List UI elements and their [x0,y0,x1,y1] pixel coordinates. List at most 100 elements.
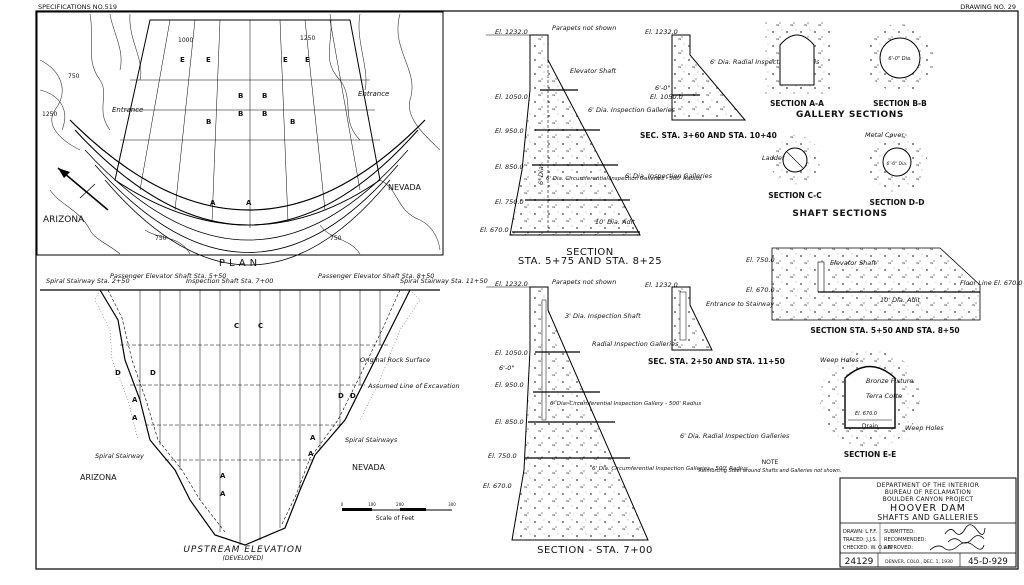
section-sta-575: El. 1232.0 El. 1050.0 El. 950.0 El. 850.… [480,24,713,236]
contour-label-3: 1000 [178,37,193,44]
sec-c-note-circ2: 6' Dia. Circumferential Inspection Galle… [592,466,748,472]
svg-text:B: B [238,92,243,100]
tb-subject: SHAFTS AND GALLERIES [877,513,978,522]
svg-text:E: E [305,56,310,64]
sec-a-note-adit: 10' Dia. Adit [595,218,635,226]
svg-text:E: E [206,56,211,64]
scale-label: Scale of Feet [376,515,415,522]
sec-a-note-insp: 6' Dia. Inspection Galleries [588,106,676,114]
sec-c-note-parapets: Parapets not shown [552,278,616,286]
sec-a-note-elevator: Elevator Shaft [570,67,617,75]
tb-submitted: SUBMITTED: [884,529,915,535]
svg-text:A: A [246,199,252,207]
sec-a-note-parapets: Parapets not shown [552,24,616,32]
contour-label-6: 750 [330,235,342,242]
strip-adit: 10' Dia. Adit [880,296,920,304]
shaft-metal-cover: Metal Cover [865,131,905,139]
tb-bureau: BUREAU OF RECLAMATION [885,489,971,496]
ee-bronze: Bronze Fixture [866,377,913,385]
scale-tick-300: 300 [448,502,456,507]
label-spiral-stairway: Spiral Stairway [95,452,144,460]
sec-a-note-circ: 6' Dia. Circumferential Inspection Galle… [546,176,702,182]
strip-el-top: El. 750.0 [746,256,775,264]
svg-text:A: A [220,490,226,498]
tb-drawn: DRAWN: L.F.F. [843,529,877,535]
scale-tick-100: 100 [368,502,376,507]
plan-title: PLAN [219,258,261,269]
tb-number: 24129 [845,557,874,567]
tb-checked: CHECKED: W. O.L.B. [843,545,893,551]
label-excavation: Assumed Line of Excavation [367,382,460,390]
sec-b-elev-top: El. 1232.0 [645,28,678,36]
plan-label-nevada: NEVADA [388,183,421,192]
svg-text:C: C [234,322,239,330]
sec-a-elev-750: El. 750.0 [495,198,524,206]
sec-a-elev-670: El. 670.0 [480,226,509,234]
sec-c-note-insp-shaft: 3' Dia. Inspection Shaft [565,312,641,320]
svg-text:A: A [132,396,138,404]
shaft-sec-d: SECTION D-D [870,198,925,207]
shaft-sections: Ladder Metal Cover 6'-0" Dia. SECTION C-… [762,131,927,207]
ee-drain: Drain [862,423,878,430]
note-head: NOTE [762,459,779,466]
sec-b-elev-bottom: El. 1050.0 [650,93,683,101]
sec-c-note-radial: Radial Inspection Galleries [592,340,679,348]
gallery-dia: 6'-0" Dia. [888,56,911,62]
svg-text:B: B [238,110,243,118]
sec-c-elev-950: El. 950.0 [495,381,524,389]
tb-drawing: 45-D-929 [968,557,1008,567]
svg-text:D: D [350,392,356,400]
svg-text:D: D [338,392,344,400]
scale-tick-0: 0 [341,502,344,507]
sec-c-elev-670: El. 670.0 [483,482,512,490]
sec-c-elev-1232: El. 1232.0 [495,280,528,288]
ee-weep-top: Weep Holes [820,356,859,364]
label-spiral-left: Spiral Stairway Sta. 2+50 [46,277,130,285]
plan-label-arizona: ARIZONA [43,215,85,225]
contour-label-5: 750 [155,235,167,242]
section-sta-250: El. 1232.0 Entrance to Stairway [645,281,774,351]
label-passenger-left: Passenger Elevator Shaft Sta. 5+50 [110,272,226,280]
section-sta-360: El. 1232.0 El. 1050.0 6'-0" 6' Dia. Radi… [645,28,820,121]
gallery-sec-b: SECTION B-B [873,99,927,108]
scale-tick-200: 200 [396,502,404,507]
shaft-ladder: Ladder [762,154,786,162]
gallery-sec-a: SECTION A-A [770,99,824,108]
shaft-dia: 6'-0" Dia. [887,161,908,167]
sec-c-title: SECTION - STA. 7+00 [537,545,653,556]
ee-title: SECTION E-E [844,450,897,459]
plan-label-entrance-right: Entrance [358,90,389,98]
scale-bar: 0 100 200 300 Scale of Feet [341,502,457,522]
svg-text:B: B [206,118,211,126]
ee-terra: Terra Cotta [866,392,902,400]
strip-floor: Floor Line El. 670.0 [960,279,1023,287]
sec-b-note: 6' Dia. Radial Inspection Galleries [710,58,820,66]
strip-title: SECTION STA. 5+50 AND STA. 8+50 [810,326,959,335]
svg-text:A: A [308,450,314,458]
svg-text:B: B [290,118,295,126]
sec-d-note: Entrance to Stairway [706,300,774,308]
svg-text:D: D [150,369,156,377]
svg-text:A: A [132,414,138,422]
title-block: DEPARTMENT OF THE INTERIOR BUREAU OF REC… [839,477,1017,568]
tb-recommended: RECOMMENDED: [884,537,926,543]
tb-dept: DEPARTMENT OF THE INTERIOR [877,482,979,489]
strip-elevator: Elevator Shaft [830,259,877,267]
label-original-rock: Original Rock Surface [360,356,430,364]
label-spiral-stairways: Spiral Stairways [345,436,398,444]
gallery-sections: 6'-0" Dia. SECTION A-A SECTION B-B [765,22,934,108]
sec-a-dia: 6' Dia. [537,164,545,185]
drawing-number: DRAWING NO. 29 [960,3,1016,11]
sec-a-elev-1050: El. 1050.0 [495,93,528,101]
sec-c-note-circ: 6' Dia. Circumferential Inspection Galle… [550,401,701,407]
shaft-title: SHAFT SECTIONS [792,209,887,219]
sec-a-note-insp2: 6' Dia. Inspection Galleries [625,172,713,180]
label-spiral-right: Spiral Stairway Sta. 11+50 [400,277,488,285]
svg-text:D: D [115,369,121,377]
contour-label-4: 1250 [300,35,315,42]
sec-c-elev-850: El. 850.0 [495,418,524,426]
gallery-title: GALLERY SECTIONS [796,110,904,120]
ee-el: El. 670.0 [855,411,877,417]
tb-dam: HOOVER DAM [890,503,966,514]
